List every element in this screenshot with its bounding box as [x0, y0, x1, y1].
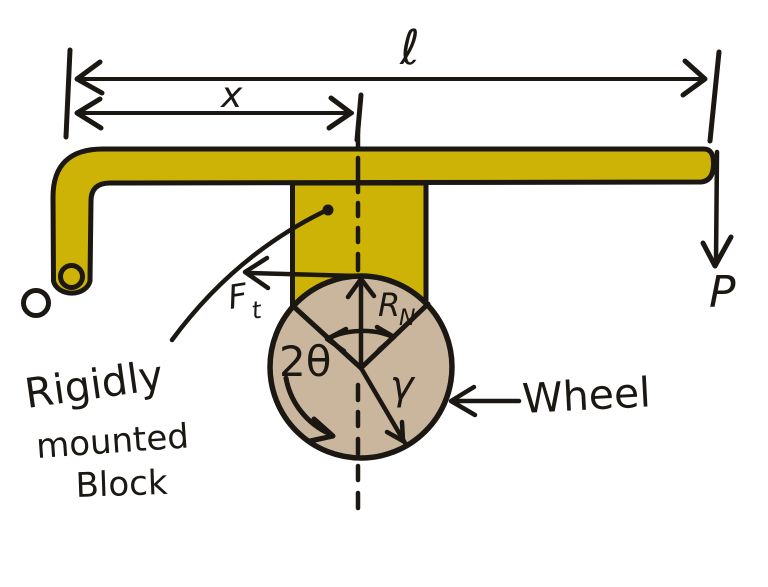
wheel-caption: Wheel	[448, 368, 652, 423]
label-block-caption-3: Block	[75, 463, 169, 506]
arrowhead-l-left	[74, 59, 105, 96]
contact-angle: 2θ	[279, 324, 397, 386]
beam-shape	[50, 146, 717, 296]
friction-force-arrow: F t	[225, 255, 360, 325]
block-leader-curve	[169, 209, 326, 343]
dimension-total-length: ℓ	[63, 20, 722, 144]
block-caption: Rigidly mounted Block	[22, 351, 190, 506]
dimension-x: x	[74, 75, 364, 143]
gamma-arrowhead	[384, 419, 406, 444]
label-applied-load: P	[709, 267, 736, 318]
dimension-tick-left	[63, 47, 73, 140]
arrowhead-x-right	[326, 95, 354, 131]
label-block-caption-1: Rigidly	[22, 351, 166, 418]
beam	[50, 146, 717, 296]
pin-circle	[21, 288, 51, 318]
wheel-caption-arrowhead	[448, 384, 478, 418]
label-normal-reaction-sub: N	[399, 306, 415, 331]
label-partial-length: x	[220, 75, 243, 116]
p-line	[713, 149, 720, 264]
label-block-caption-2: mounted	[35, 416, 190, 467]
ft-arrowhead	[242, 255, 271, 291]
label-normal-reaction: R	[378, 286, 400, 324]
block-leader	[169, 204, 334, 343]
rotation-arrow	[283, 375, 336, 444]
gamma-radius-line	[358, 365, 408, 446]
label-friction-force-sub: t	[250, 296, 265, 325]
label-friction-force: F	[225, 275, 251, 317]
gamma-radius-arrow: γ	[358, 363, 416, 446]
label-total-length: ℓ	[399, 20, 420, 76]
label-contact-angle: 2θ	[279, 337, 331, 386]
block-leader-dot	[322, 204, 334, 216]
normal-reaction-arrow: R N	[345, 276, 415, 369]
rotation-arrowhead	[307, 416, 336, 444]
label-wheel-caption: Wheel	[521, 368, 652, 423]
beam-eyelet-hole	[58, 263, 85, 290]
applied-load-arrow: P	[700, 149, 736, 318]
ft-line	[246, 270, 360, 279]
label-wheel-angle: γ	[390, 363, 416, 409]
rn-arrowhead	[345, 276, 377, 300]
contact-angle-arrowhead-right	[374, 324, 397, 353]
dimension-tick-right-l	[707, 49, 722, 144]
contact-angle-arrowhead-left	[324, 326, 349, 354]
p-arrowhead	[700, 234, 734, 269]
arrowhead-l-right	[680, 58, 708, 98]
arrowhead-x-left	[74, 96, 104, 131]
